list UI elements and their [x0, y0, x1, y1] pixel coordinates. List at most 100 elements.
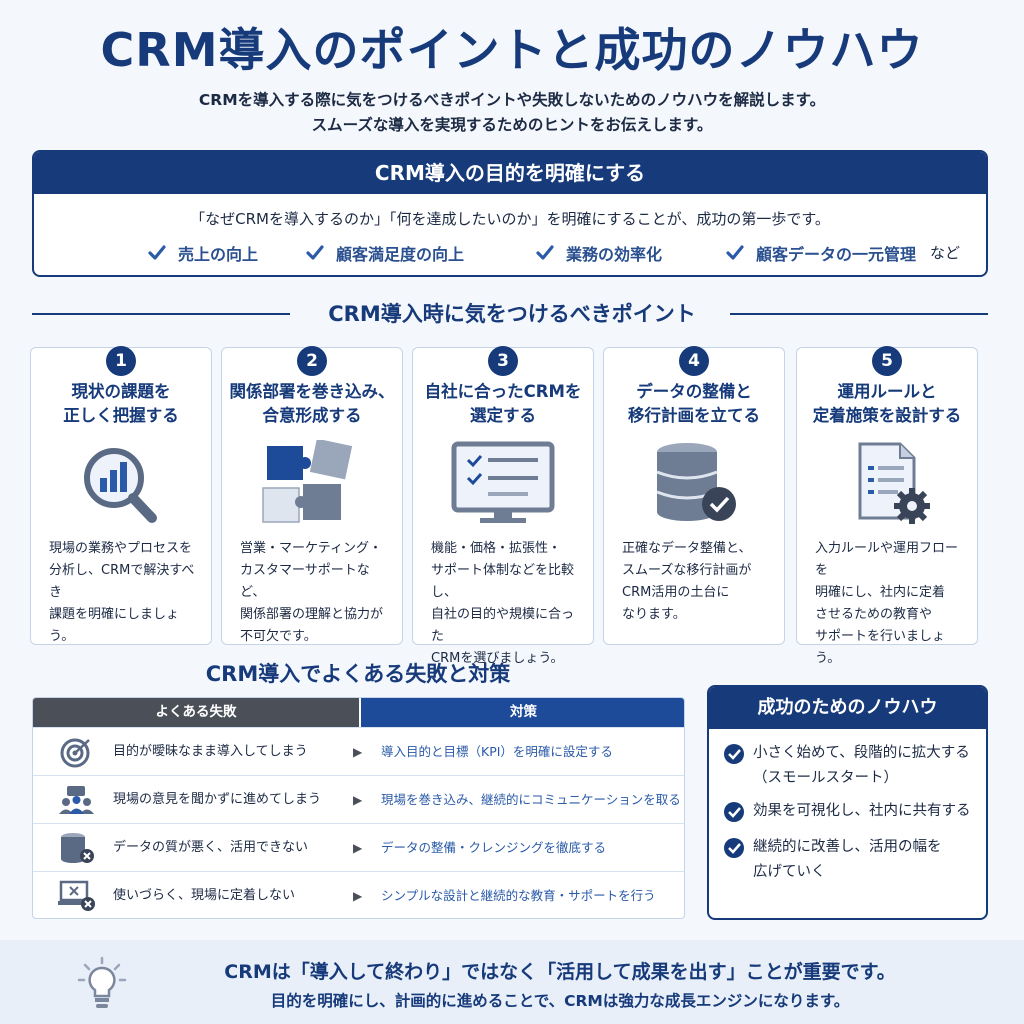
- knowhow-text-line: 継続的に改善し、活用の幅を: [753, 839, 942, 855]
- failure-solution: シンプルな設計と継続的な教育・サポートを行う: [381, 888, 656, 903]
- knowhow-text-line: 広げていく: [753, 864, 826, 880]
- point-description-line: 明確にし、社内に定着: [815, 585, 946, 600]
- check-icon: [306, 245, 324, 260]
- point-description-line: スムーズな移行計画が: [622, 563, 752, 578]
- knowhow-panel: 成功のためのノウハウ 小さく始めて、段階的に拡大する （スモールスタート） 効果…: [707, 685, 988, 920]
- goal-etc-text: など: [930, 244, 961, 262]
- knowhow-item: 継続的に改善し、活用の幅を 広げていく: [723, 835, 976, 885]
- subtitle-line-1: CRMを導入する際に気をつけるべきポイントや失敗しないためのノウハウを解説します…: [198, 91, 826, 109]
- database-check-icon: [656, 443, 736, 521]
- point-title-line: 現状の課題を: [71, 382, 171, 401]
- point-number: 4: [679, 346, 709, 376]
- point-card: 2 関係部署を巻き込み、 合意形成する 営業・マーケティング・ カスタマーサポー…: [221, 346, 403, 648]
- point-description-line: 課題を明確にしましょう。: [49, 607, 180, 644]
- failure-solution: データの整備・クレンジングを徹底する: [381, 840, 607, 855]
- point-title-line: 定着施策を設計する: [812, 406, 962, 425]
- target-icon: [60, 738, 90, 768]
- purpose-heading: CRM導入の目的を明確にする: [34, 152, 986, 194]
- footer-message-sub: 目的を明確にし、計画的に進めることで、CRMは強力な成長エンジンになります。: [270, 992, 850, 1010]
- lightbulb-icon: [77, 956, 127, 1008]
- point-description: 営業・マーケティング・ カスタマーサポートなど、 関係部署の理解と協力が 不可欠…: [240, 538, 394, 648]
- purpose-lead-text: 「なぜCRMを導入するのか」「何を達成したいのか」を明確にすることが、成功の第一…: [190, 210, 830, 228]
- arrow-right-icon: ▶: [353, 841, 363, 855]
- points-heading: CRM導入時に気をつけるべきポイント: [328, 302, 696, 326]
- point-description-line: 営業・マーケティング・: [240, 541, 382, 556]
- point-title-line: 関係部署を巻き込み、: [229, 382, 395, 401]
- failure-solution: 現場を巻き込み、継続的にコミュニケーションを取る: [381, 792, 681, 807]
- section-divider: [730, 313, 988, 315]
- document-gear-icon: [858, 442, 930, 524]
- check-circle-icon: [724, 744, 744, 764]
- failure-problem: 現場の意見を聞かずに進めてしまう: [113, 792, 322, 807]
- check-icon: [536, 245, 554, 260]
- failure-problem: 目的が曖昧なまま導入してしまう: [113, 744, 308, 759]
- point-description: 現場の業務やプロセスを 分析し、CRMで解決すべき 課題を明確にしましょう。: [49, 538, 203, 648]
- point-description: 正確なデータ整備と、 スムーズな移行計画が CRM活用の土台に なります。: [622, 538, 776, 626]
- point-description-line: カスタマーサポートなど、: [240, 563, 370, 600]
- knowhow-heading: 成功のためのノウハウ: [709, 687, 986, 729]
- point-card: 5 運用ルールと 定着施策を設計する 入力ルールや運用フローを 明確にし、社内に…: [796, 346, 978, 666]
- failure-problem: 使いづらく、現場に定着しない: [113, 888, 296, 903]
- point-title-line: データの整備と: [636, 382, 752, 401]
- goal-item: 売上の向上: [146, 238, 258, 268]
- subtitle-line-2: スムーズな導入を実現するためのヒントをお伝えします。: [311, 116, 713, 134]
- page-title: CRM導入のポイントと成功のノウハウ: [100, 23, 924, 77]
- goal-item: 業務の効率化: [534, 238, 662, 268]
- point-description-line: CRMを選びましょう。: [431, 651, 564, 666]
- table-row: 現場の意見を聞かずに進めてしまう ▶ 現場を巻き込み、継続的にコミュニケーション…: [33, 775, 684, 823]
- knowhow-text: 効果を可視化し、社内に共有する: [753, 799, 971, 824]
- point-title: 関係部署を巻き込み、 合意形成する: [222, 380, 402, 428]
- people-icon: [59, 786, 94, 814]
- knowhow-text-line: （スモールスタート）: [753, 770, 898, 786]
- point-title: 現状の課題を 正しく把握する: [31, 380, 211, 428]
- goal-label: 売上の向上: [178, 245, 259, 264]
- failures-table: よくある失敗 対策 目的が曖昧なまま導入してしまう ▶ 導入目的と目標（KPI）…: [32, 697, 685, 919]
- puzzle-icon: [262, 440, 353, 523]
- point-description-line: なります。: [622, 607, 686, 622]
- point-number: 5: [872, 346, 902, 376]
- point-description-line: 不可欠です。: [240, 629, 317, 644]
- point-description-line: 入力ルールや運用フローを: [815, 541, 959, 578]
- arrow-right-icon: ▶: [353, 745, 363, 759]
- point-description-line: 現場の業務やプロセスを: [49, 541, 193, 556]
- point-title-line: 移行計画を立てる: [628, 406, 760, 425]
- point-description-line: 正確なデータ整備と、: [622, 541, 752, 556]
- point-title: 自社に合ったCRMを 選定する: [413, 380, 593, 428]
- knowhow-item: 効果を可視化し、社内に共有する: [723, 799, 976, 824]
- point-title: データの整備と 移行計画を立てる: [604, 380, 784, 428]
- column-header-problem: よくある失敗: [33, 698, 359, 727]
- point-description: 機能・価格・拡張性・ サポート体制などを比較し、 自社の目的や規模に合った CR…: [431, 538, 585, 670]
- goal-label: 顧客データの一元管理: [756, 245, 917, 264]
- knowhow-item: 小さく始めて、段階的に拡大する （スモールスタート）: [723, 741, 976, 791]
- point-card: 1 現状の課題を 正しく把握する 現場の業務やプロセスを 分析し、CRMで解決す…: [30, 346, 212, 648]
- table-row: データの質が悪く、活用できない ▶ データの整備・クレンジングを徹底する: [33, 823, 684, 871]
- table-row: 目的が曖昧なまま導入してしまう ▶ 導入目的と目標（KPI）を明確に設定する: [33, 727, 684, 775]
- arrow-right-icon: ▶: [353, 793, 363, 807]
- goal-label: 顧客満足度の向上: [336, 245, 465, 264]
- section-divider: [32, 313, 290, 315]
- point-description-line: 自社の目的や規模に合った: [431, 607, 575, 644]
- point-description: 入力ルールや運用フローを 明確にし、社内に定着 させるための教育や サポートを行…: [815, 538, 969, 670]
- goal-item: 顧客データの一元管理: [724, 238, 916, 268]
- point-title: 運用ルールと 定着施策を設計する: [797, 380, 977, 428]
- point-description-line: CRM活用の土台に: [622, 585, 730, 600]
- point-title-line: 運用ルールと: [837, 382, 937, 401]
- database-error-icon: [61, 833, 94, 863]
- purpose-goal-list: 売上の向上 顧客満足度の向上 業務の効率化 顧客データの一元管理 など: [34, 238, 986, 268]
- goal-item: 顧客満足度の向上: [304, 238, 464, 268]
- point-title-line: 選定する: [470, 406, 536, 425]
- purpose-panel: CRM導入の目的を明確にする 「なぜCRMを導入するのか」「何を達成したいのか」…: [32, 150, 988, 277]
- point-number: 3: [488, 346, 518, 376]
- point-title-line: 合意形成する: [262, 406, 362, 425]
- table-row: 使いづらく、現場に定着しない ▶ シンプルな設計と継続的な教育・サポートを行う: [33, 871, 684, 918]
- knowhow-text-line: 効果を可視化し、社内に共有する: [753, 803, 971, 819]
- point-description-line: 分析し、CRMで解決すべき: [49, 563, 195, 600]
- knowhow-text-line: 小さく始めて、段階的に拡大する: [753, 745, 970, 761]
- point-description-line: 関係部署の理解と協力が: [240, 607, 384, 622]
- knowhow-text: 小さく始めて、段階的に拡大する （スモールスタート）: [753, 741, 970, 791]
- point-title-line: 正しく把握する: [63, 406, 179, 425]
- check-icon: [726, 245, 744, 260]
- magnifier-chart-icon: [84, 448, 157, 523]
- point-card: 4 データの整備と 移行計画を立てる 正確なデータ整備と、 スムーズな移行計画が…: [603, 346, 785, 645]
- point-card: 3 自社に合ったCRMを 選定する 機能・価格・拡張性・ サポート体制などを比較…: [412, 346, 594, 666]
